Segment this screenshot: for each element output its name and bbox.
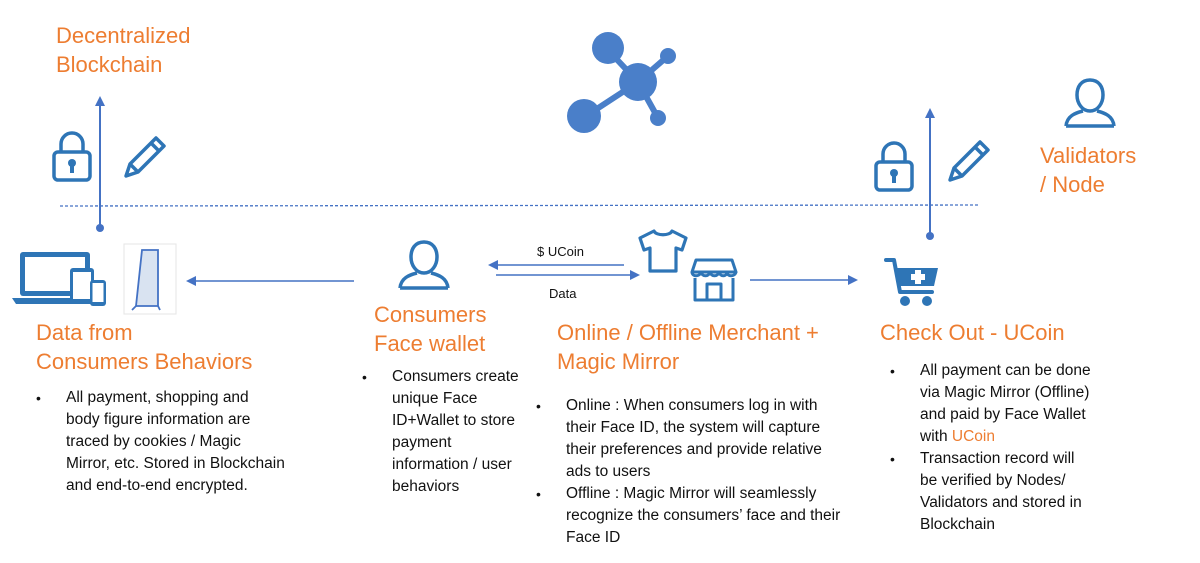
validators-title-line2: / Node [1040,172,1105,197]
tshirt-icon [638,229,688,273]
pencil-icon [948,140,990,182]
network-icon [567,32,676,133]
pencil-icon [124,136,166,178]
list-item: Transaction record will be verified by N… [890,448,1096,536]
face-wallet-title-line1: Consumers [374,302,487,327]
data-arrow [496,270,640,280]
data-from-consumers-title-line1: Data from [36,320,133,345]
ucoin-arrow [488,260,624,270]
checkout-title: Check Out - UCoin [880,320,1065,345]
data-from-consumers-list: All payment, shopping and body figure in… [36,387,286,497]
blockchain-title-line2: Blockchain [56,52,163,77]
list-item: Online : When consumers log in with thei… [536,395,848,483]
user-icon [1064,78,1116,128]
validators-title-line1: Validators [1040,143,1137,168]
ucoin-flow-label: $ UCoin [537,244,584,259]
arrow-to-data [186,276,354,286]
store-icon [690,258,738,302]
left-up-arrow [95,96,105,232]
list-item: All payment, shopping and body figure in… [36,387,286,497]
merchant-title: Online / Offline Merchant + Magic Mirror [557,318,819,376]
merchant-title-line2: Magic Mirror [557,349,680,374]
right-up-arrow [925,108,935,240]
ucoin-highlight: UCoin [951,428,995,445]
lock-icon [874,141,914,192]
mirror-icon [123,243,177,315]
data-from-consumers-title-line2: Consumers Behaviors [36,349,253,374]
checkout-bullet1-text: All payment can be done via Magic Mirror… [920,362,1091,445]
face-wallet-title-line2: Face wallet [374,331,486,356]
merchant-list: Online : When consumers log in with thei… [536,395,848,549]
devices-icon [12,252,106,306]
blockchain-title: Decentralized Blockchain [56,21,191,79]
data-flow-label: Data [549,286,577,301]
blockchain-dashed-line [59,204,981,207]
arrow-to-checkout [750,275,858,285]
validators-title: Validators / Node [1040,141,1136,199]
list-item: All payment can be done via Magic Mirror… [890,360,1096,448]
lock-icon [52,131,92,182]
face-wallet-title: Consumers Face wallet [374,300,486,358]
checkout-list: All payment can be done via Magic Mirror… [890,360,1096,536]
list-item: Consumers create unique Face ID+Wallet t… [362,366,532,498]
merchant-title-line1: Online / Offline Merchant + [557,320,819,345]
data-from-consumers-title: Data from Consumers Behaviors [36,318,252,376]
user-icon [398,240,450,290]
blockchain-title-line1: Decentralized [56,23,191,48]
face-wallet-list: Consumers create unique Face ID+Wallet t… [362,366,532,498]
list-item: Offline : Magic Mirror will seamlessly r… [536,483,848,549]
cart-icon [884,258,938,306]
